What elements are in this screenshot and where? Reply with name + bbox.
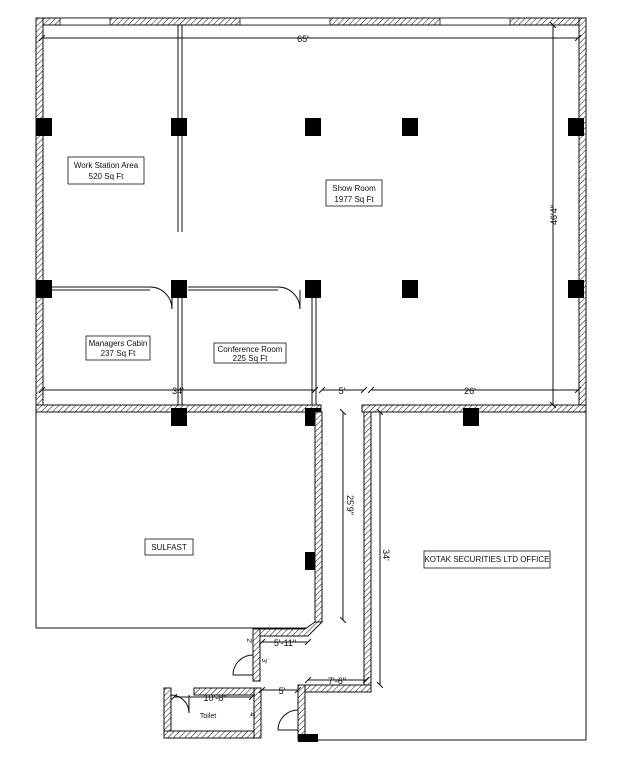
conference-area: 225 Sq Ft bbox=[233, 354, 268, 363]
workstation-label-box bbox=[67, 156, 145, 185]
toilet-block bbox=[163, 687, 318, 742]
dim-toilet-width: 10'-8" bbox=[204, 693, 227, 703]
column bbox=[568, 118, 584, 136]
dim-small-3: 4' bbox=[248, 712, 255, 717]
dim-top-width: 65' bbox=[297, 34, 309, 44]
workstation-name: Work Station Area bbox=[74, 161, 139, 170]
dim-small-1: 2' bbox=[245, 638, 252, 643]
showroom-label-box bbox=[325, 179, 383, 207]
column bbox=[171, 280, 187, 298]
showroom-name: Show Room bbox=[332, 184, 376, 193]
dim-right-height: 46'4" bbox=[549, 205, 559, 225]
managers-label-box bbox=[85, 335, 151, 361]
corridor-walls bbox=[252, 411, 372, 741]
workstation-area: 520 Sq Ft bbox=[89, 172, 124, 181]
dim-right-bottom: 26' bbox=[464, 386, 476, 396]
neighbour-outlines bbox=[35, 412, 587, 741]
dim-corridor-length: 25'9" bbox=[345, 495, 355, 515]
kotak-label-box bbox=[423, 550, 551, 569]
column bbox=[171, 408, 187, 426]
showroom-area: 1977 Sq Ft bbox=[334, 195, 374, 204]
column bbox=[402, 118, 418, 136]
dim-passage-3: 5' bbox=[279, 686, 286, 696]
conference-name: Conference Room bbox=[218, 345, 283, 354]
column bbox=[402, 280, 418, 298]
column bbox=[171, 118, 187, 136]
managers-area: 237 Sq Ft bbox=[101, 349, 136, 358]
column bbox=[568, 280, 584, 298]
dimension-lines bbox=[42, 25, 578, 697]
sulfast-label-box bbox=[144, 538, 194, 556]
toilet-name: Toilet bbox=[200, 713, 216, 720]
column bbox=[36, 280, 52, 298]
column bbox=[305, 118, 321, 136]
dim-passage-2: 7'-6" bbox=[328, 676, 346, 686]
kotak-name: KOTAK SECURITIES LTD OFFICE bbox=[424, 555, 549, 564]
dim-kotak-height: 34' bbox=[381, 549, 391, 561]
column bbox=[305, 280, 321, 298]
dim-passage-1: 5'-11" bbox=[274, 638, 296, 648]
conference-label-box bbox=[213, 342, 287, 364]
dim-corridor-width: 5' bbox=[339, 386, 346, 396]
column bbox=[36, 118, 52, 136]
dim-small-2: 3' bbox=[260, 658, 267, 663]
managers-name: Managers Cabin bbox=[89, 339, 148, 348]
column bbox=[463, 408, 479, 426]
sulfast-name: SULFAST bbox=[151, 543, 187, 552]
dim-left-bottom: 34' bbox=[172, 386, 184, 396]
